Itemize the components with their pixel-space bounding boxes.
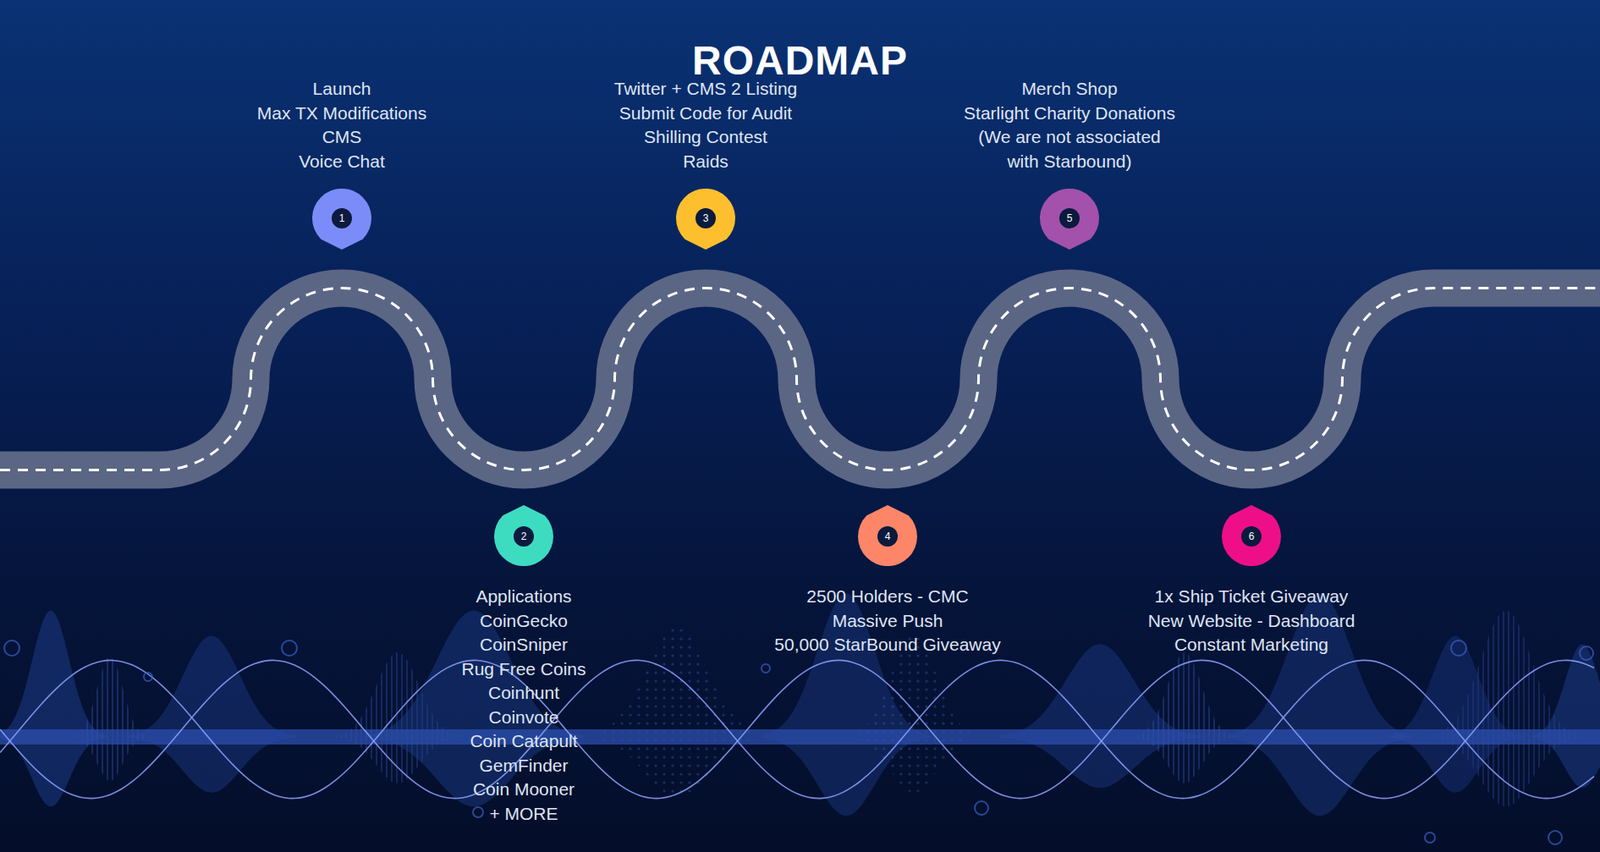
milestone-text: Coinhunt [488,681,560,706]
deco-circle [1451,640,1467,656]
milestone-text: Submit Code for Audit [619,101,792,127]
road-dashes [0,288,1600,471]
wave-bump [71,656,149,781]
milestone-text: Max TX Modifications [257,101,427,127]
milestone: 6 1x Ship Ticket GiveawayNew Website - Da… [1148,505,1356,658]
callout-number: 6 [1220,530,1282,543]
wave-band [0,729,1600,745]
map-pin: 1 [311,188,373,250]
deco-circle [974,801,989,815]
milestone-text: Shilling Contest [643,125,768,150]
road-surface [0,288,1600,471]
milestone-text: Voice Chat [298,149,385,175]
callout-number: 1 [311,212,373,225]
wave-line [0,659,1595,798]
milestone: 2ApplicationsCoinGeckoCoinSniperRug Free… [461,505,586,826]
milestone-text: (We are not associated with Starbound) [965,125,1173,174]
wave-bump [846,635,982,792]
deco-circle [4,640,20,656]
milestone: 4 2500 Holders - CMCMassive Push50,000 St… [774,505,1001,658]
milestone-text: Starlight Charity Donations [963,101,1176,127]
milestone-text: New Website - Dashboard [1148,609,1356,634]
wave-bump [1387,635,1524,792]
milestone-text: Coin Catapult [469,729,578,754]
milestone-text: Coinvote [489,705,560,731]
road [0,288,1600,471]
milestone-text: Launch [313,76,372,102]
deco-circle [281,640,297,656]
milestone-text: Raids [682,149,729,175]
milestone-text: Constant Marketing [1174,632,1329,658]
pin-shape [494,505,554,567]
wave-bump [583,626,770,798]
wave-bump [1133,652,1236,783]
milestone: Twitter + CMS 2 ListingSubmit Code for A… [614,76,798,250]
pin-shape [312,188,372,250]
wave-decoration [0,593,1600,845]
callout-number: 5 [1039,212,1100,225]
deco-circle [761,664,770,673]
milestone-text: Applications [475,584,572,610]
milestone-text: + MORE [489,802,558,827]
pin-shape [676,188,736,250]
milestone-text: Twitter + CMS 2 Listing [614,76,798,102]
wave-bump [0,610,106,808]
pin-shape [1221,505,1282,567]
milestone-text: 1x Ship Ticket Giveaway [1154,584,1349,610]
milestone-text: Rug Free Coins [461,657,586,682]
milestone-text: CoinGecko [479,609,568,634]
callout-number: 4 [857,530,919,543]
milestone: LaunchMax TX ModificationsCMSVoice Chat 1 [257,76,427,250]
milestone-text: Merch Shop [1021,76,1117,102]
deco-circle [143,672,153,682]
map-pin: 5 [1039,188,1100,250]
callout-number: 2 [493,530,555,543]
wave-line [0,659,1595,798]
milestone-text: Coin Mooner [472,777,575,803]
pin-shape [857,505,918,567]
milestone-text: CMS [322,125,363,150]
milestone-text: CoinSniper [479,632,568,658]
title: ROADMAP [0,37,1600,84]
milestone-text: GemFinder [478,753,568,779]
pin-shape [1039,188,1100,250]
deco-circle [472,807,484,818]
wave-bump [126,635,297,792]
map-pin: 6 [1220,505,1282,567]
milestone: Merch ShopStarlight Charity Donations(We… [963,76,1176,250]
milestone-text: Massive Push [832,609,944,634]
deco-circle [1548,830,1562,845]
milestone-text: 2500 Holders - CMC [806,584,968,610]
deco-circle [1424,832,1436,843]
map-pin: 4 [857,505,919,567]
callout-number: 3 [675,212,737,225]
wave-bump [363,610,584,808]
map-pin: 3 [675,188,737,250]
deco-circle [1579,646,1594,660]
map-pin: 2 [493,505,555,567]
milestone-text: 50,000 StarBound Giveaway [774,632,1001,658]
